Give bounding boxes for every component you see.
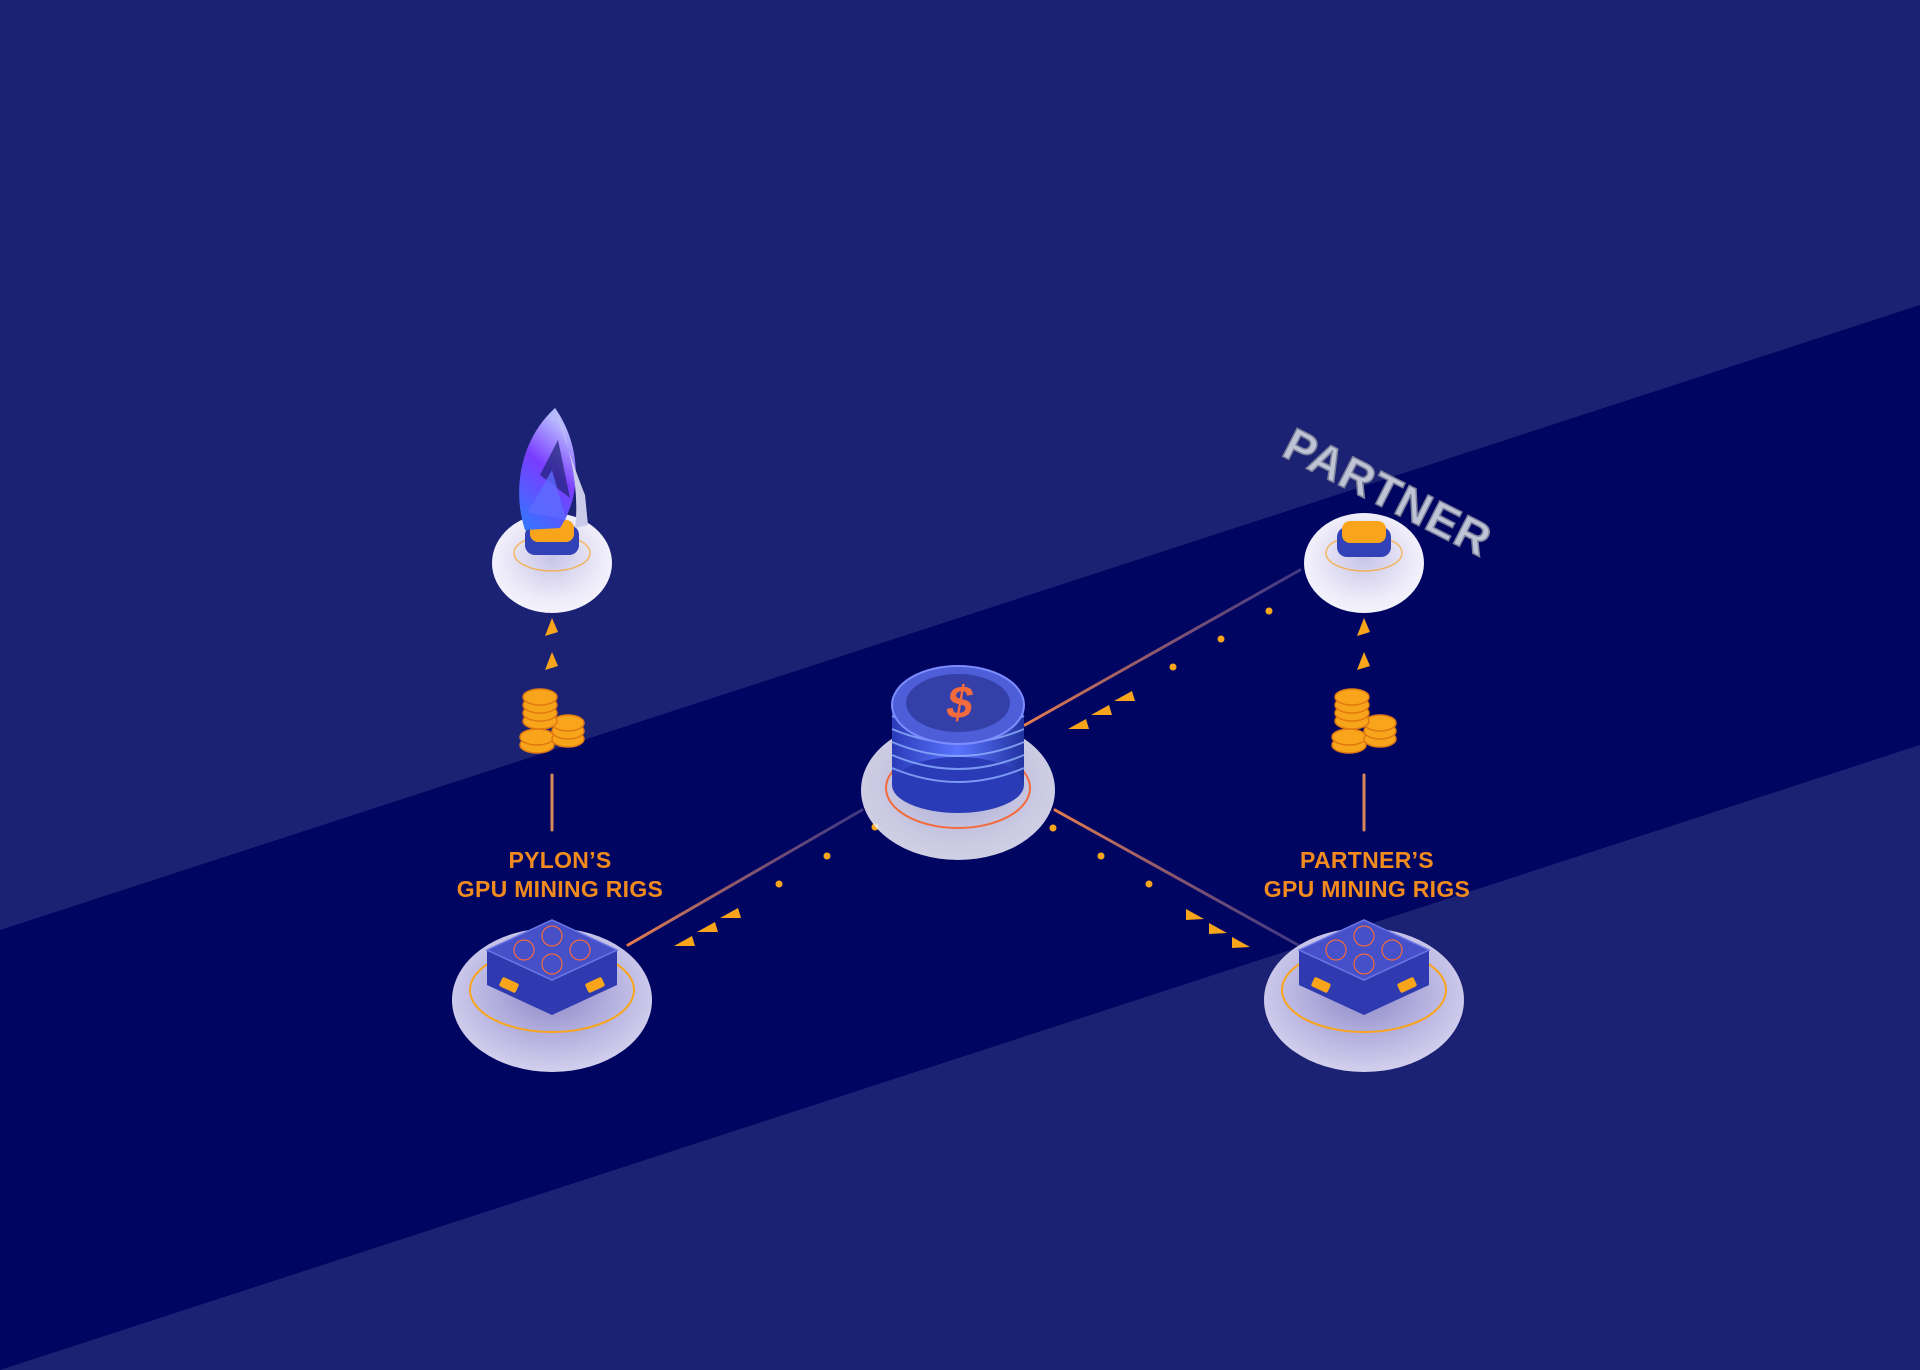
pylon-rigs-label: PYLON’S GPU MINING RIGS (400, 846, 720, 904)
partner-label-line1: PARTNER’S (1300, 847, 1434, 873)
coin-pile-icon (519, 688, 1397, 754)
connection-lines (550, 568, 1366, 947)
gpu-mining-rig-icon (1297, 919, 1431, 1015)
pylon-top-node (492, 408, 612, 613)
pylon-label-line2: GPU MINING RIGS (456, 876, 664, 902)
pylon-flame-logo-icon (519, 408, 588, 530)
pylon-gpu-rig (452, 919, 652, 1072)
gpu-mining-rig-icon (485, 919, 619, 1015)
dollar-coin-stack-icon: $ (891, 665, 1025, 813)
partner-gpu-rig (1264, 919, 1464, 1072)
flow-dots (775, 607, 1273, 888)
partner-label-line2: GPU MINING RIGS (1263, 876, 1471, 902)
pylon-label-line1: PYLON’S (508, 847, 612, 873)
partner-rigs-label: PARTNER’S GPU MINING RIGS (1207, 846, 1527, 904)
center-coin-stack: $ (861, 665, 1055, 860)
